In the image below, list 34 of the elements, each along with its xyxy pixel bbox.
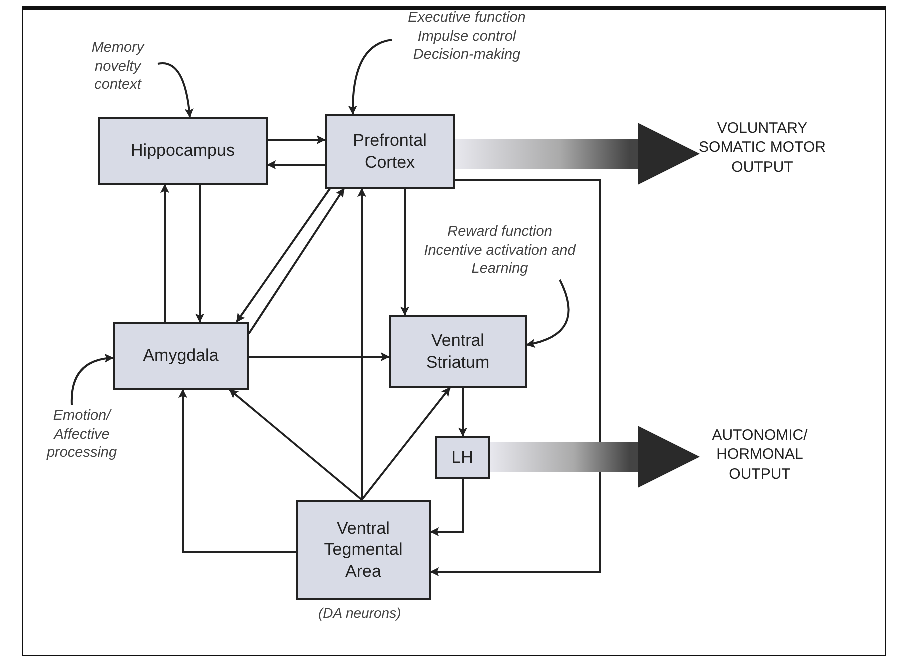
brain-region-box: Prefrontal Cortex [325,114,455,189]
brain-region-box: Amygdala [113,322,249,390]
output-label: VOLUNTARY SOMATIC MOTOR OUTPUT [698,118,827,178]
output-arrow [490,426,700,488]
annotation-text: Reward function Incentive activation and Learning [423,222,578,280]
arrow [70,354,114,405]
caption-text: (DA neurons) [318,605,402,621]
arrow [160,184,170,322]
arrow [348,39,392,115]
arrow [178,389,296,553]
annotation-text: Memory novelty context [90,38,146,96]
brain-region-box: Ventral Tegmental Area [296,500,431,600]
arrow [236,188,331,323]
arrow [430,479,464,536]
arrow [158,62,194,118]
arrow [430,179,601,576]
arrow [361,387,451,501]
brain-region-box: Hippocampus [98,117,268,185]
arrow [248,188,345,335]
output-label: AUTONOMIC/ HORMONAL OUTPUT [711,426,809,484]
arrow [400,189,410,316]
arrow [458,388,468,437]
annotation-text: Executive function Impulse control Decision-making [407,8,527,66]
arrow [358,188,366,500]
arrow [229,389,363,501]
brain-region-box: LH [435,436,490,479]
arrow [196,185,204,323]
arrow [267,160,325,170]
brain-region-box: Ventral Striatum [389,315,527,388]
annotation-text: Emotion/ Affective processing [46,406,118,464]
arrow [268,136,326,144]
arrow [249,352,390,362]
output-arrow [455,123,700,185]
arrow [526,280,570,348]
